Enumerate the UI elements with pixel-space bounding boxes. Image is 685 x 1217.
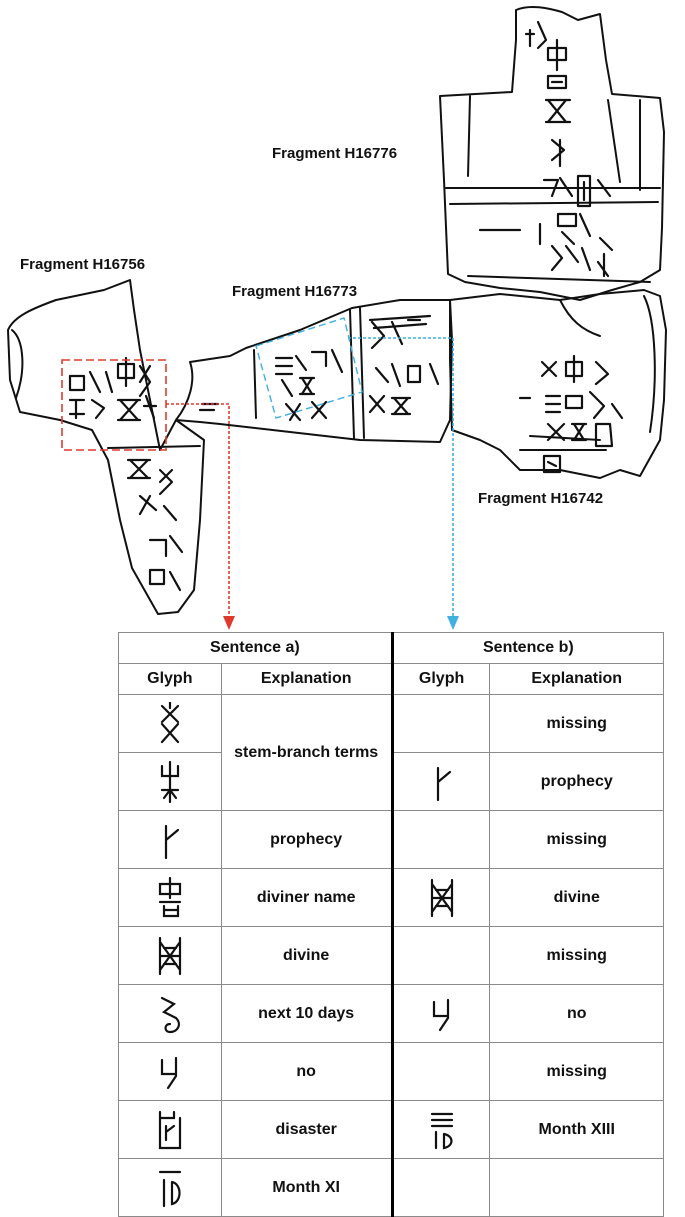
fragment-h16776-glyphs — [478, 20, 614, 278]
sentence-b-explanation: missing — [489, 810, 664, 869]
sentence-b-explanation: prophecy — [489, 752, 664, 811]
sentence-b-connector — [348, 337, 454, 618]
sentence-b-glyph-empty — [390, 1158, 491, 1217]
sentence-b-explanation: missing — [489, 926, 664, 985]
prophecy-glyph-icon — [118, 810, 222, 869]
sentence-b-explanation: missing — [489, 694, 664, 753]
fragment-h16776-outline — [439, 5, 665, 301]
sentence-b-explanation: divine — [489, 868, 664, 927]
divine-glyph-icon — [118, 926, 222, 985]
glyph-explanation-table: Sentence a) Sentence b) Glyph Explanatio… — [118, 632, 665, 1217]
sentence-b-explanation-header: Explanation — [489, 663, 664, 695]
table-row: stem-branch terms missing — [118, 694, 664, 811]
fragment-label-h16773: Fragment H16773 — [232, 283, 358, 300]
sentence-b-glyph-empty — [390, 1042, 491, 1101]
diviner-name-glyph-icon — [118, 868, 222, 927]
sentence-b-explanation: no — [489, 984, 664, 1043]
month-xi-glyph-icon — [118, 1158, 222, 1217]
sentence-b-explanation-empty — [489, 1158, 664, 1217]
sentence-a-arrowhead — [223, 616, 235, 630]
sentence-a-explanation: diviner name — [220, 868, 393, 927]
sentence-b-glyph-header: Glyph — [390, 663, 491, 695]
sentence-b-header: Sentence b) — [390, 632, 665, 664]
sentence-a-explanation: Month XI — [220, 1158, 393, 1217]
sentence-b-arrowhead — [447, 616, 459, 630]
fragment-label-h16756: Fragment H16756 — [20, 256, 146, 273]
sentence-a-connector — [166, 403, 230, 618]
table-row: prophecy missing — [118, 810, 664, 869]
oracle-bone-fragments-drawing — [7, 5, 667, 630]
table-row: disaster Month XIII — [118, 1100, 664, 1159]
stem-branch-glyph-1-icon — [118, 694, 222, 753]
sentence-a-explanation: disaster — [220, 1100, 393, 1159]
sentence-a-explanation: no — [220, 1042, 393, 1101]
prophecy-glyph-icon — [390, 752, 491, 811]
fragment-label-h16742: Fragment H16742 — [478, 490, 604, 507]
fragment-label-h16776: Fragment H16776 — [272, 145, 398, 162]
sentence-a-explanation: prophecy — [220, 810, 393, 869]
fragment-h16742-glyphs — [518, 354, 624, 474]
stem-branch-glyph-2-icon — [118, 752, 222, 811]
table-row: diviner name divine — [118, 868, 664, 927]
sentence-a-explanation: divine — [220, 926, 393, 985]
divine-glyph-icon — [390, 868, 491, 927]
sentence-b-glyph-empty — [390, 810, 491, 869]
table-row: Month XI — [118, 1158, 664, 1217]
sentence-a-explanation: stem-branch terms — [220, 694, 393, 811]
sentence-b-glyph-empty — [390, 926, 491, 985]
sentence-b-explanation: missing — [489, 1042, 664, 1101]
no-glyph-icon — [118, 1042, 222, 1101]
fragment-h16773-glyphs — [198, 314, 440, 422]
fragment-h16756-glyphs — [68, 356, 184, 592]
sentence-b-highlight-box — [255, 317, 363, 419]
no-glyph-icon — [390, 984, 491, 1043]
sentence-b-explanation: Month XIII — [489, 1100, 664, 1159]
fragment-h16742-outline — [449, 289, 667, 479]
sentence-a-highlight-box — [61, 359, 167, 451]
table-row: prophecy — [118, 752, 664, 811]
sentence-a-explanation: next 10 days — [220, 984, 393, 1043]
disaster-glyph-icon — [118, 1100, 222, 1159]
next-10-days-glyph-icon — [118, 984, 222, 1043]
month-xiii-glyph-icon — [390, 1100, 491, 1159]
table-row: divine missing — [118, 926, 664, 985]
table-row: next 10 days no — [118, 984, 664, 1043]
sentence-a-explanation-header: Explanation — [220, 663, 393, 695]
fragment-h16773-outline — [175, 299, 453, 443]
table-row: no missing — [118, 1042, 664, 1101]
sentence-b-glyph-empty — [390, 694, 491, 753]
sentence-a-glyph-header: Glyph — [118, 663, 222, 695]
fragment-h16756-outline — [7, 279, 205, 615]
sentence-a-header: Sentence a) — [118, 632, 393, 664]
